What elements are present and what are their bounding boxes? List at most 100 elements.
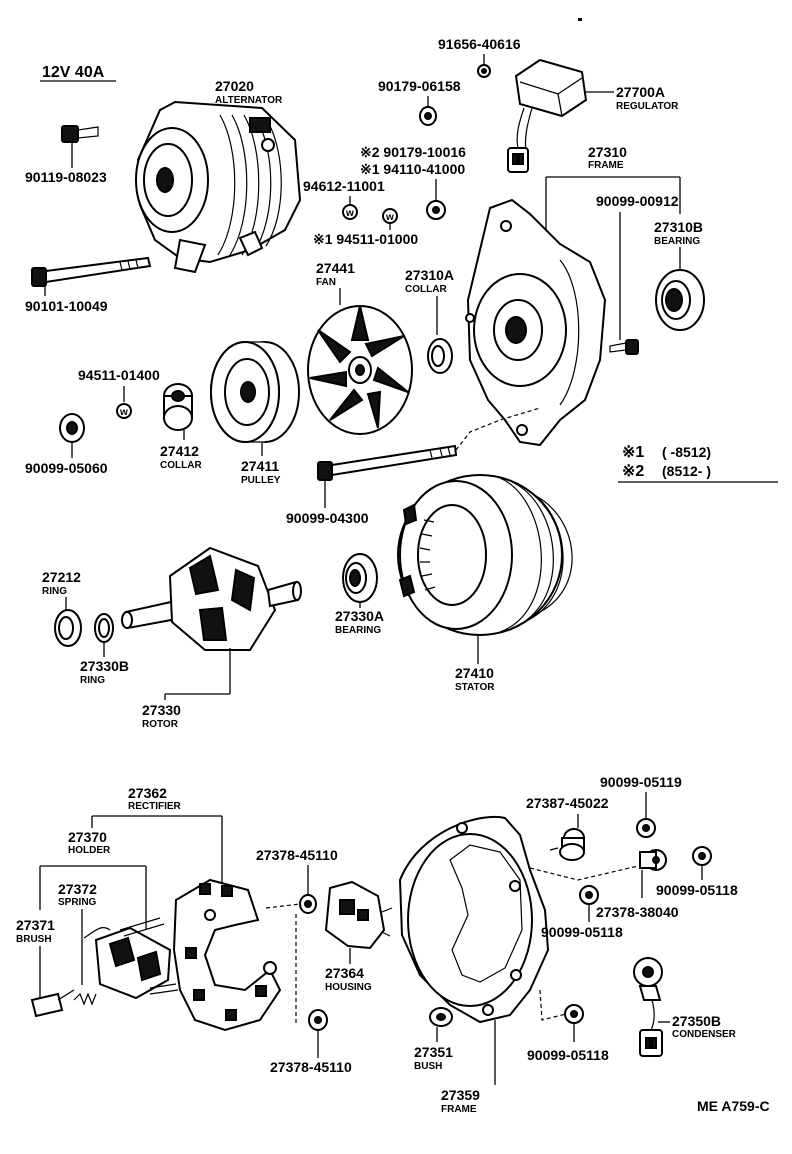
bush-illustration[interactable] (429, 1007, 453, 1027)
brush-illustration[interactable] (30, 989, 75, 1018)
frame-rear-name: FRAME (441, 1104, 477, 1115)
washer-11001-illustration[interactable]: w (342, 204, 358, 220)
holder-illustration[interactable] (83, 917, 179, 1000)
frame-rear-number: 27359 (441, 1087, 480, 1103)
bearing-rear-illustration[interactable] (342, 553, 378, 603)
regulator-name: REGULATOR (616, 101, 679, 112)
fan-name: FAN (316, 277, 336, 288)
nut-06158-number: 90179-06158 (378, 78, 461, 94)
screw-00912-illustration[interactable] (609, 339, 639, 355)
nut-10016-illustration[interactable] (426, 200, 446, 220)
brush-name: BRUSH (16, 934, 52, 945)
holder-number: 27370 (68, 829, 107, 845)
svg-text:w: w (345, 208, 354, 219)
bolt-08023-number: 90119-08023 (25, 169, 107, 185)
nut-05060-illustration[interactable] (59, 413, 85, 443)
svg-text:w: w (385, 212, 394, 223)
plug-40616-illustration[interactable] (477, 64, 491, 78)
nut-05118-c-illustration[interactable] (564, 1004, 584, 1024)
bearing-front-number: 27310B (654, 219, 703, 235)
bolt-10049-illustration[interactable] (31, 256, 152, 287)
spec-label: 12V 40A (40, 64, 116, 82)
regulator-number: 27700A (616, 84, 665, 100)
ring-27330b-number: 27330B (80, 658, 129, 674)
ring-27330b-illustration[interactable] (94, 613, 114, 643)
bolt-08023-illustration[interactable] (61, 125, 99, 143)
plug-40616-number: 91656-40616 (438, 36, 521, 52)
nut-05119-illustration[interactable] (636, 818, 656, 838)
insulator-38040-illustration[interactable] (639, 849, 667, 871)
pulley-illustration[interactable] (210, 341, 300, 443)
fan-illustration[interactable] (307, 305, 413, 435)
note-2-range: (8512- ) (662, 463, 711, 479)
bolt-04300-number: 90099-04300 (286, 510, 369, 526)
nut-05119-number: 90099-05119 (600, 774, 682, 790)
stator-illustration[interactable] (397, 474, 573, 636)
brush-number: 27371 (16, 917, 55, 933)
nut-41000-number: ※1 94110-41000 (360, 161, 465, 177)
bolt-10049-number: 90101-10049 (25, 298, 108, 314)
spring-illustration[interactable] (73, 992, 97, 1006)
washer-01400-number: 94511-01400 (78, 367, 160, 383)
bearing-front-name: BEARING (654, 236, 700, 247)
collar-front-illustration[interactable] (427, 338, 453, 374)
alternator-name: ALTERNATOR (215, 95, 283, 106)
nut-10016-number: ※2 90179-10016 (360, 144, 466, 160)
nut-05118-b-number: 90099-05118 (541, 924, 623, 940)
bush-number: 27351 (414, 1044, 453, 1060)
alternator-number: 27020 (215, 78, 254, 94)
svg-text:w: w (119, 407, 128, 418)
ring-27212-name: RING (42, 586, 67, 597)
insulator-bottom-illustration[interactable] (308, 1009, 328, 1031)
condenser-number: 27350B (672, 1013, 721, 1029)
condenser-name: CONDENSER (672, 1029, 737, 1040)
note-2-mark: ※2 (622, 463, 644, 480)
bush-name: BUSH (414, 1061, 442, 1072)
rectifier-illustration[interactable] (172, 878, 282, 1032)
insulator-top-illustration[interactable] (299, 894, 317, 914)
insulator-bottom-number: 27378-45110 (270, 1059, 352, 1075)
screw-00912-number: 90099-00912 (596, 193, 679, 209)
spec-text: 12V 40A (42, 64, 105, 81)
collar-name: COLLAR (160, 460, 202, 471)
alternator-illustration[interactable] (135, 100, 302, 274)
frame-front-illustration[interactable] (465, 198, 607, 447)
rotor-illustration[interactable] (121, 546, 302, 651)
ring-27212-number: 27212 (42, 569, 81, 585)
holder-name: HOLDER (68, 845, 111, 856)
spring-number: 27372 (58, 881, 97, 897)
collar-number: 27412 (160, 443, 199, 459)
rotor-name: ROTOR (142, 719, 179, 730)
regulator-illustration[interactable] (507, 58, 588, 173)
nut-05118-a-illustration[interactable] (692, 846, 712, 866)
nut-05118-b-illustration[interactable] (579, 885, 599, 905)
housing-illustration[interactable] (324, 880, 393, 950)
washer-11001-number: 94612-11001 (303, 178, 385, 194)
insulator-38040-number: 27378-38040 (596, 904, 679, 920)
collar-illustration[interactable] (163, 383, 193, 431)
collar-front-number: 27310A (405, 267, 454, 283)
terminal-45022-number: 27387-45022 (526, 795, 609, 811)
nut-06158-illustration[interactable] (419, 106, 437, 126)
ring-27212-illustration[interactable] (54, 609, 82, 647)
bolt-04300-illustration[interactable] (317, 444, 458, 481)
washer-01000-number: ※1 94511-01000 (313, 231, 418, 247)
bearing-front-illustration[interactable] (655, 269, 705, 331)
housing-number: 27364 (325, 965, 364, 981)
terminal-45022-illustration[interactable] (549, 828, 585, 861)
frame-rear-illustration[interactable] (398, 816, 550, 1024)
spring-name: SPRING (58, 897, 97, 908)
collar-front-name: COLLAR (405, 284, 447, 295)
frame-front-name: FRAME (588, 160, 624, 171)
insulator-top-number: 27378-45110 (256, 847, 338, 863)
condenser-illustration[interactable] (633, 957, 663, 1057)
note-1-range: ( -8512) (662, 444, 711, 460)
washer-01000-illustration[interactable]: w (382, 208, 398, 224)
rectifier-number: 27362 (128, 785, 167, 801)
note-1-mark: ※1 (622, 444, 644, 461)
ring-27330b-name: RING (80, 675, 105, 686)
washer-01400-illustration[interactable]: w (116, 403, 132, 419)
bearing-rear-number: 27330A (335, 608, 384, 624)
date-notes: ※1 ( -8512) ※2 (8512- ) (618, 444, 778, 483)
